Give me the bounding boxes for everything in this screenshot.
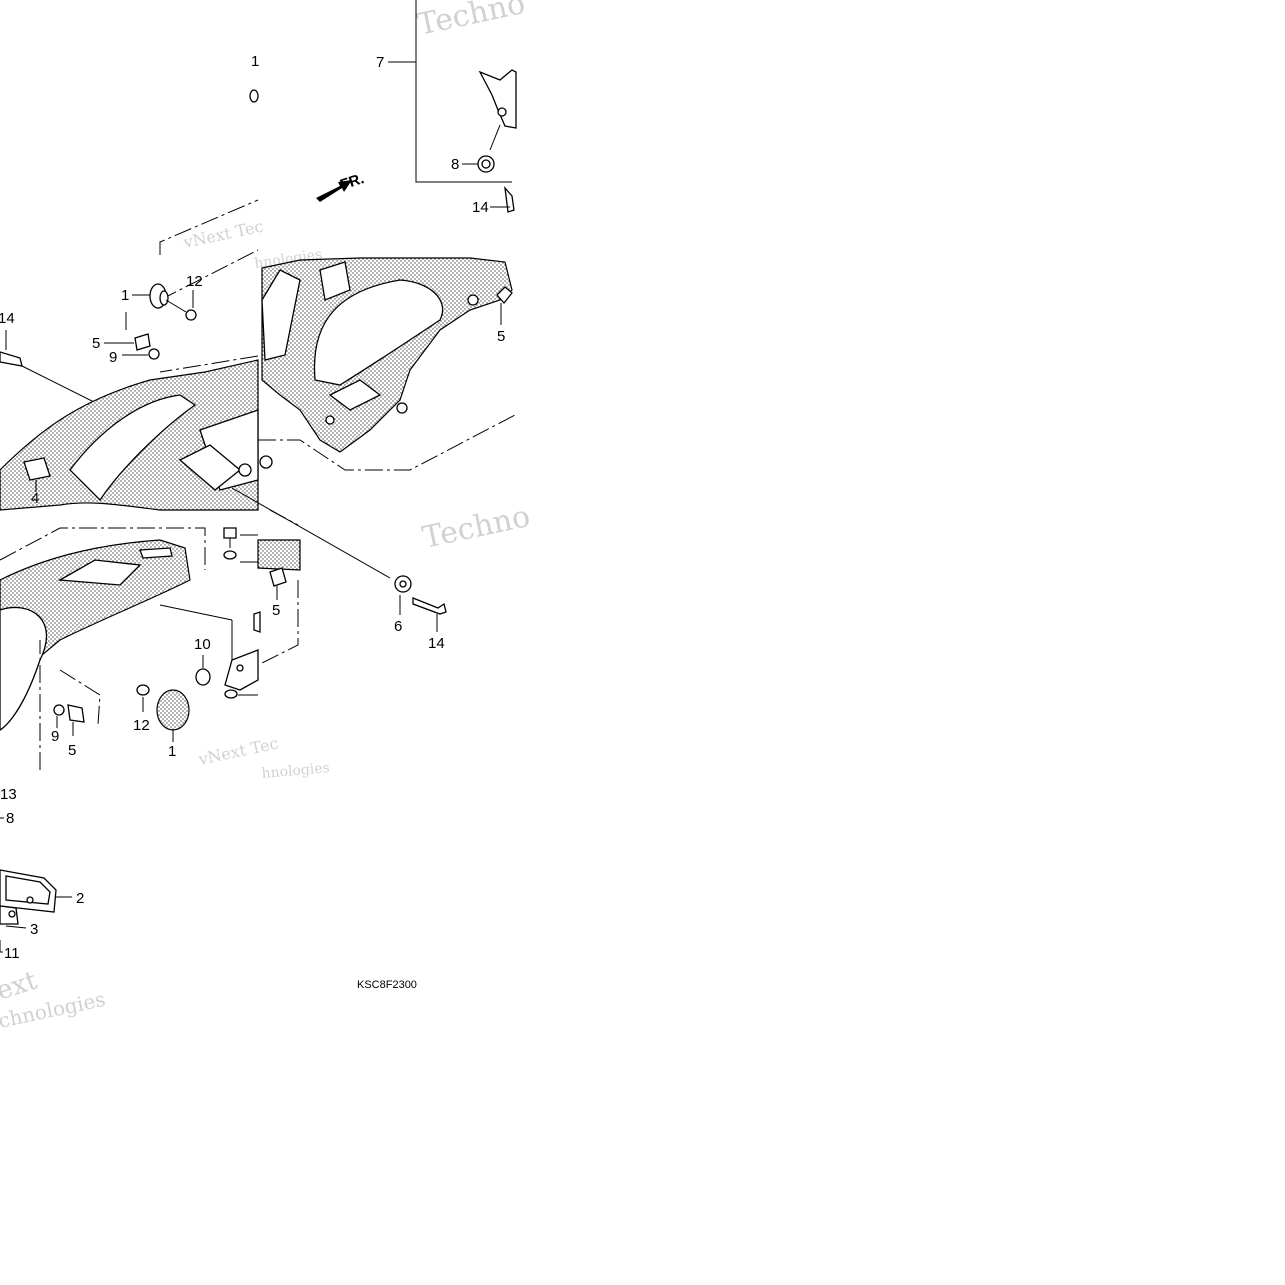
callout-11: 11 [4, 945, 20, 962]
watermark-text: vNext Tec [181, 216, 265, 252]
callout-5: 5 [272, 602, 280, 619]
callout-14: 14 [428, 635, 445, 652]
inner-fender-panel [159, 199, 516, 471]
callout-5: 5 [92, 335, 100, 352]
callout-labels: 1 7 8 14 1 12 14 5 9 5 4 5 6 14 10 12 1 … [0, 53, 505, 962]
rear-fender-upper [0, 359, 391, 579]
watermark-text: Techno [414, 0, 528, 43]
callout-3: 3 [30, 921, 38, 938]
callout-7: 7 [376, 54, 384, 71]
callout-13: 13 [0, 786, 17, 803]
front-direction-arrow: FR. [316, 170, 366, 202]
callout-8: 8 [6, 810, 14, 827]
callout-5: 5 [68, 742, 76, 759]
callout-9: 9 [51, 728, 59, 745]
drawing-code: KSC8F2300 [357, 979, 417, 991]
callout-9: 9 [109, 349, 117, 366]
callout-5: 5 [497, 328, 505, 345]
callout-14: 14 [472, 199, 489, 216]
callout-1: 1 [251, 53, 259, 70]
watermark-text: hnologies [261, 760, 330, 782]
callout-1: 1 [121, 287, 129, 304]
fasteners-lower-right [53, 509, 447, 742]
callout-12: 12 [186, 273, 203, 290]
watermark-text: vNext Tec [196, 733, 280, 769]
callout-8: 8 [451, 156, 459, 173]
rear-fender-lower [0, 527, 233, 770]
reflector-assembly [0, 869, 72, 952]
front-direction-label: FR. [338, 170, 366, 194]
callout-12: 12 [133, 717, 150, 734]
callout-14: 14 [0, 310, 15, 327]
callout-10: 10 [194, 636, 211, 653]
callout-4: 4 [31, 490, 39, 507]
watermark-layer: Techno vNext Tec hnologies Techno vNext … [0, 0, 533, 1033]
callout-1: 1 [168, 743, 176, 760]
callout-6: 6 [394, 618, 402, 635]
fasteners-mid [0, 283, 197, 416]
callout-2: 2 [76, 890, 84, 907]
watermark-text: Techno [419, 499, 533, 556]
bracket-assembly-top [249, 0, 517, 213]
